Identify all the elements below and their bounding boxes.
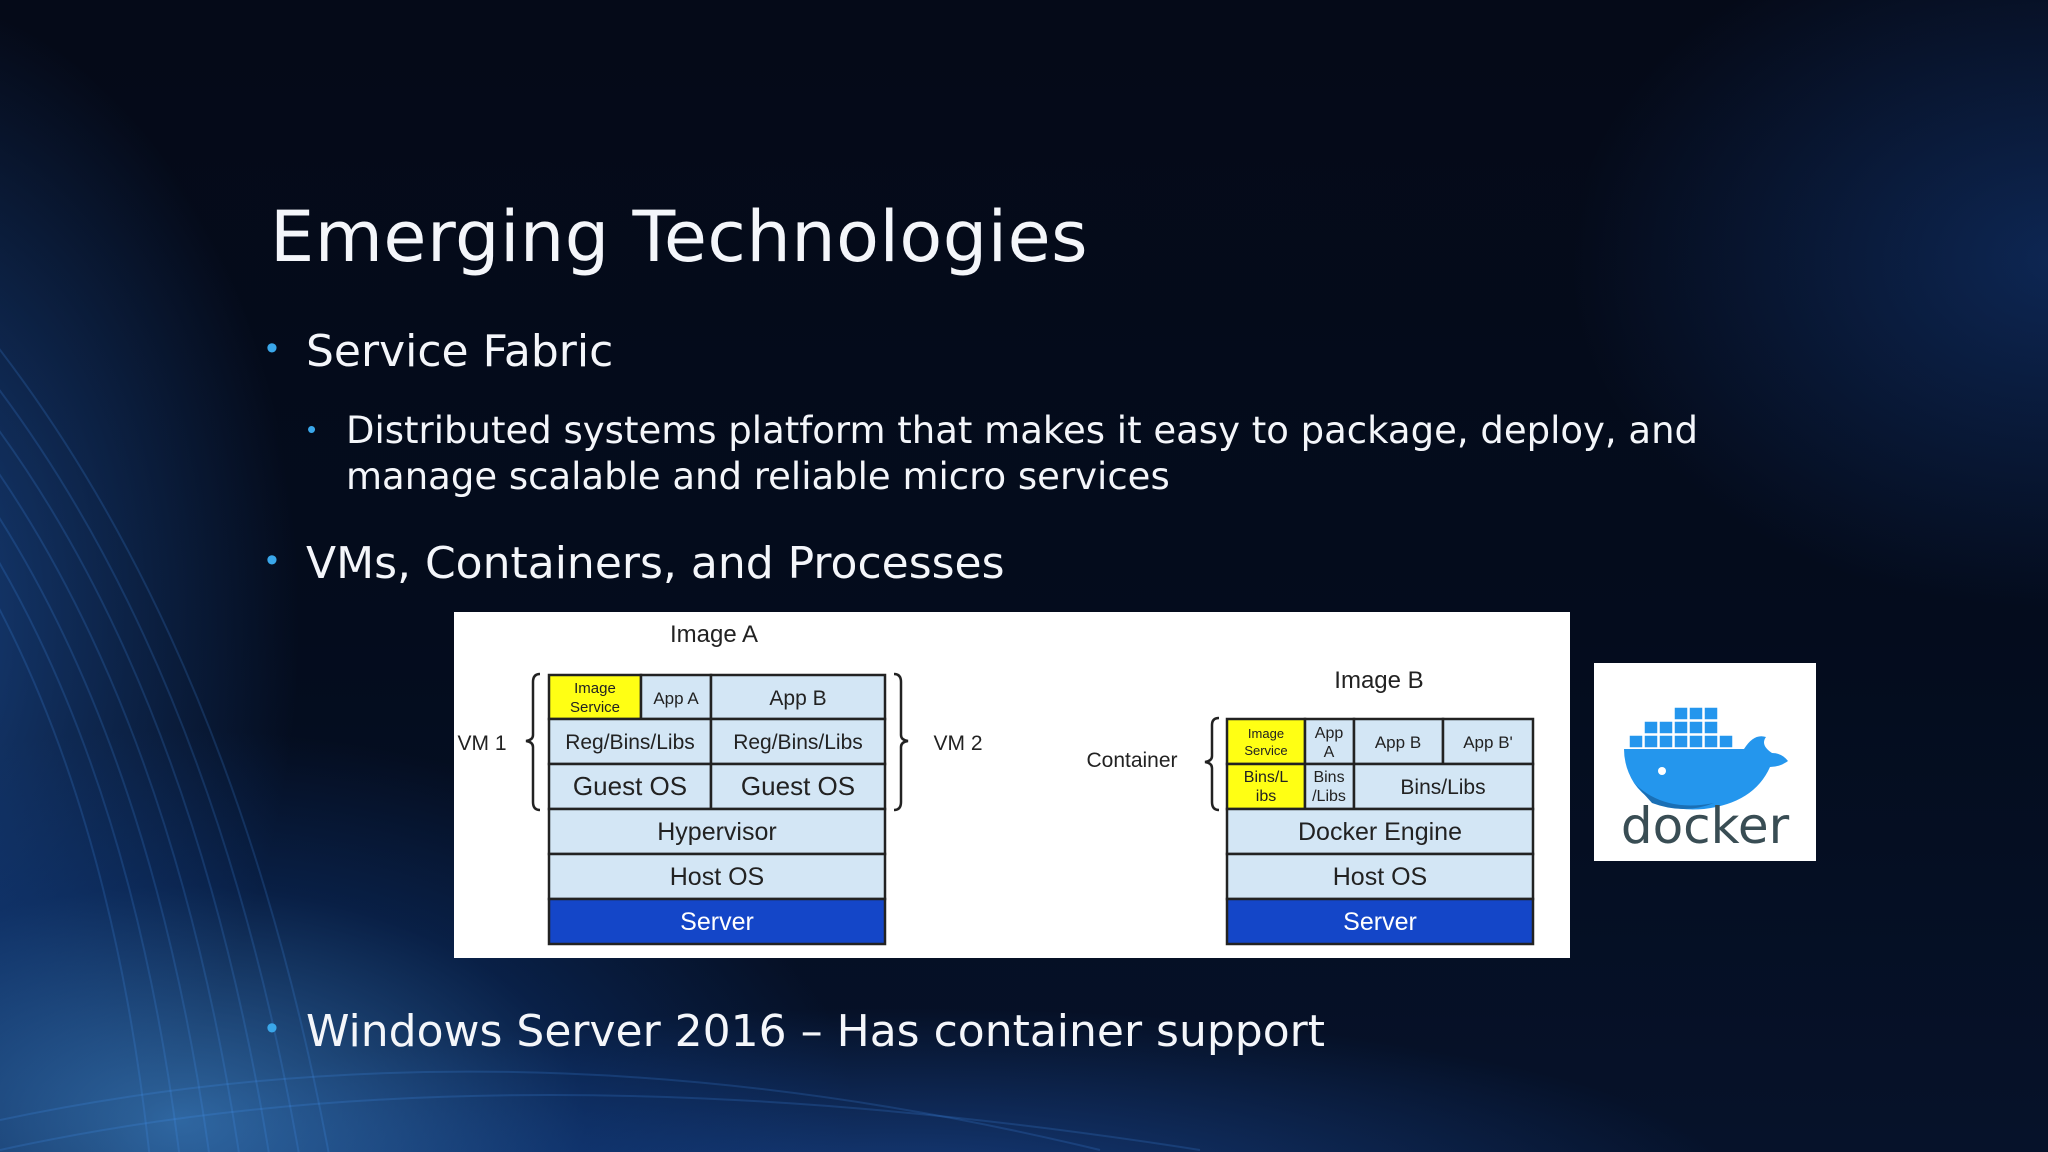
ct-server-cell — [1225, 897, 1535, 946]
vm-app-a-text: App A — [653, 689, 699, 708]
ct-image-service-text-2: Service — [1244, 743, 1287, 758]
bullet-dot: • — [266, 1009, 278, 1047]
bullet-service-fabric: Service Fabric — [306, 326, 614, 377]
ct-app-b-text: App B — [1375, 733, 1421, 752]
vm-server-text: Server — [680, 908, 754, 936]
vm-image-service-cell — [547, 673, 643, 721]
container-label: Container — [1086, 749, 1177, 772]
bullet-dot: • — [266, 541, 278, 579]
docker-wordmark: docker — [1621, 797, 1790, 855]
vm-libs-1-text: Reg/Bins/Libs — [565, 731, 695, 754]
vm-image-service-text-2: Service — [570, 699, 620, 716]
vm2-label: VM 2 — [933, 732, 982, 755]
ct-host-os-cell — [1225, 852, 1535, 901]
ct-app-a-text: App — [1315, 725, 1344, 742]
bullet-vms-containers: VMs, Containers, and Processes — [306, 538, 1005, 589]
vm-app-a-cell — [639, 673, 713, 721]
bullet-windows-server: Windows Server 2016 – Has container supp… — [306, 1006, 1325, 1057]
vm1-label: VM 1 — [457, 732, 506, 755]
vm-vs-container-diagram: Image A VM 1 VM 2 Image Service App A Ap… — [454, 612, 1570, 958]
ct-server-text: Server — [1343, 908, 1417, 936]
sub-bullet-line-1: Distributed systems platform that makes … — [346, 409, 1699, 452]
vm-guest-os-2-text: Guest OS — [741, 771, 855, 801]
architecture-diagram: Image A VM 1 VM 2 Image Service App A Ap… — [457, 621, 1535, 946]
bullet-dot: • — [266, 329, 278, 367]
vm-guest-os-2-cell — [709, 762, 887, 811]
ct-bins-libs-2-text-2: /Libs — [1312, 788, 1346, 805]
image-b-label: Image B — [1334, 667, 1423, 694]
vm-host-os-text: Host OS — [670, 863, 764, 891]
vm-image-service-text: Image — [574, 680, 616, 697]
docker-whale-icon: docker — [1621, 706, 1790, 855]
vm-app-b-text: App B — [769, 687, 826, 710]
vm-hypervisor-text: Hypervisor — [657, 818, 776, 846]
ct-app-b-prime-text: App B' — [1463, 733, 1513, 752]
ct-image-service-text: Image — [1248, 726, 1284, 741]
vm-server-cell — [547, 897, 887, 946]
ct-bins-libs-1-text-2: ibs — [1256, 788, 1276, 805]
ct-app-a-text-2: A — [1324, 744, 1335, 761]
sub-bullet-description: Distributed systems platform that makes … — [346, 408, 1698, 500]
ct-bins-libs-3-text: Bins/Libs — [1400, 776, 1485, 799]
vm2-bracket — [893, 672, 909, 812]
container-bracket — [1204, 716, 1220, 812]
sub-bullet-dot: • — [307, 414, 317, 444]
ct-bins-libs-1-text: Bins/L — [1244, 769, 1289, 786]
vm-guest-os-1-text: Guest OS — [573, 771, 687, 801]
sub-bullet-line-2: manage scalable and reliable micro servi… — [346, 455, 1170, 498]
slide-title: Emerging Technologies — [270, 196, 1089, 278]
ct-bins-libs-2-text: Bins — [1313, 769, 1344, 786]
image-a-label: Image A — [670, 621, 758, 648]
vm-libs-1-cell — [547, 717, 713, 766]
vm-libs-2-text: Reg/Bins/Libs — [733, 731, 863, 754]
docker-logo: docker — [1594, 663, 1816, 861]
vm-host-os-cell — [547, 852, 887, 901]
ct-docker-engine-text: Docker Engine — [1298, 818, 1462, 846]
ct-host-os-text: Host OS — [1333, 863, 1427, 891]
vm1-bracket — [525, 672, 541, 812]
ct-bins-libs-3-cell — [1352, 762, 1535, 811]
